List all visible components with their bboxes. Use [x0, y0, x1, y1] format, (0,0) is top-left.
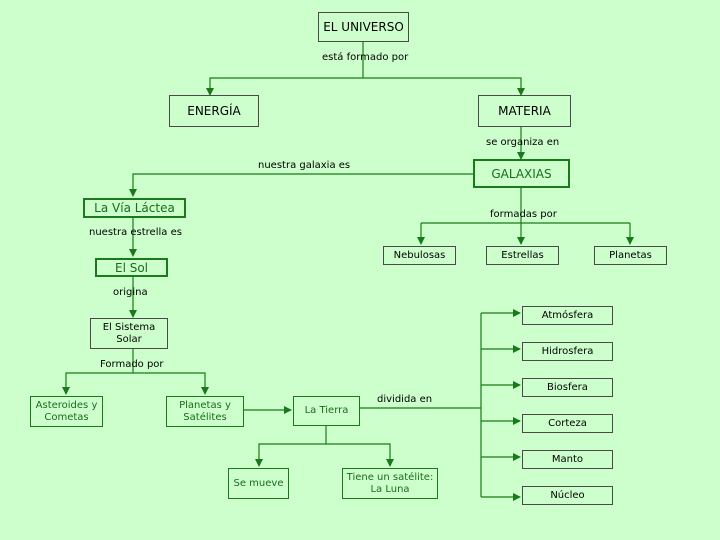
label-dividida-en: dividida en — [377, 394, 433, 405]
node-biosfera: Biosfera — [522, 378, 613, 397]
node-planetas-satelites: Planetas y Satélites — [166, 396, 244, 427]
node-satelite: Tiene un satélite: La Luna — [342, 468, 438, 499]
node-hidrosfera: Hidrosfera — [522, 342, 613, 361]
node-manto: Manto — [522, 450, 613, 469]
label-nuestra-galaxia-es: nuestra galaxia es — [258, 160, 351, 171]
node-nucleo: Núcleo — [522, 486, 613, 505]
node-planetas: Planetas — [594, 246, 667, 265]
connector-planetas-satelites — [133, 372, 209, 395]
connector-asteroides — [62, 372, 133, 395]
connector-galaxias-vialactea — [129, 173, 473, 197]
label-nuestra-estrella-es: nuestra estrella es — [89, 227, 182, 238]
node-atmosfera: Atmósfera — [522, 306, 613, 325]
node-energia: ENERGÍA — [169, 95, 259, 127]
label-formado-por: Formado por — [100, 359, 164, 370]
node-galaxias: GALAXIAS — [473, 159, 570, 188]
connector-materia — [363, 77, 525, 96]
connector-satelite — [326, 443, 394, 467]
label-formadas-por: formadas por — [490, 209, 557, 220]
node-estrellas: Estrellas — [486, 246, 559, 265]
node-se-mueve: Se mueve — [228, 468, 289, 499]
label-origina: origina — [113, 287, 148, 298]
node-corteza: Corteza — [522, 414, 613, 433]
connector-se-mueve — [255, 443, 326, 467]
node-via-lactea: La Vía Láctea — [83, 198, 186, 218]
node-materia: MATERIA — [478, 95, 571, 127]
label-esta-formado-por: está formado por — [322, 52, 409, 63]
label-se-organiza-en: se organiza en — [486, 137, 560, 148]
node-el-sol: El Sol — [95, 258, 168, 277]
node-sistema-solar: El Sistema Solar — [90, 318, 168, 349]
connector-energia — [206, 77, 363, 96]
node-nebulosas: Nebulosas — [383, 246, 456, 265]
node-asteroides: Asteroides y Cometas — [30, 396, 103, 427]
node-universo: EL UNIVERSO — [318, 12, 409, 42]
node-la-tierra: La Tierra — [293, 396, 360, 426]
